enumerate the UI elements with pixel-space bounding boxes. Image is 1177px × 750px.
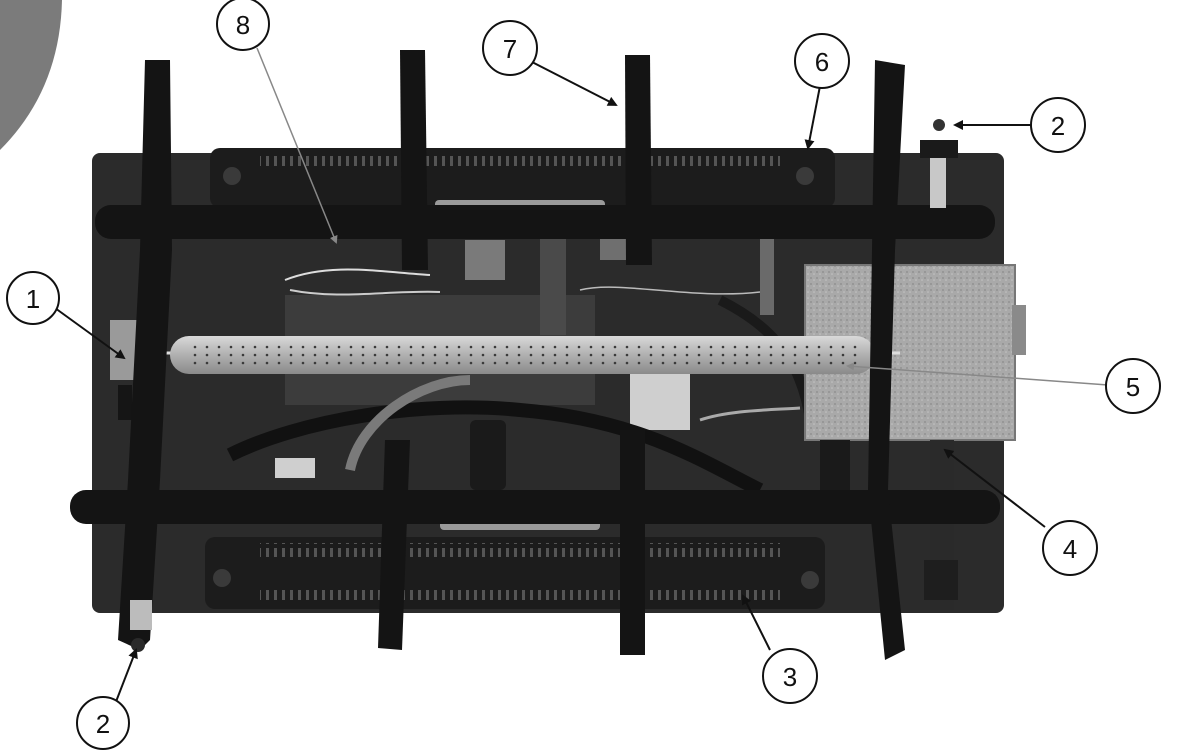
callout-7: 7: [482, 20, 538, 76]
callout-5: 5: [1105, 358, 1161, 414]
leader-4: [943, 448, 1046, 528]
callout-6: 6: [794, 33, 850, 89]
leader-5: [846, 362, 1109, 386]
callout-3: 3: [762, 648, 818, 704]
leader-3: [742, 594, 771, 651]
rear-grate-bar: [95, 205, 995, 239]
callout-2b-label: 2: [96, 709, 110, 739]
igniter-top: [920, 119, 958, 208]
grate-fingers: [118, 50, 905, 660]
callout-1: 1: [6, 271, 60, 325]
leader-1: [54, 307, 126, 360]
front-grate-bar: [70, 490, 1000, 524]
callout-4-label: 4: [1063, 534, 1077, 564]
corner-shadow: [0, 0, 62, 150]
callout-5-label: 5: [1126, 372, 1140, 402]
callout-2a-label: 2: [1051, 111, 1065, 141]
callout-3-label: 3: [783, 662, 797, 692]
callout-2b: 2: [76, 696, 130, 750]
valve-housing: [804, 264, 1026, 610]
rear-burner: [210, 148, 835, 214]
callout-7-label: 7: [503, 34, 517, 64]
callout-4: 4: [1042, 520, 1098, 576]
leader-7: [531, 61, 618, 106]
leader-8: [256, 47, 338, 244]
main-burner-tube: [133, 336, 900, 374]
callout-6-label: 6: [815, 47, 829, 77]
igniter-bottom: [130, 600, 152, 652]
callout-8: 8: [216, 0, 270, 51]
callout-2a: 2: [1030, 97, 1086, 153]
callout-8-label: 8: [236, 10, 250, 40]
leader-6: [804, 85, 821, 150]
callout-1-label: 1: [26, 284, 40, 314]
